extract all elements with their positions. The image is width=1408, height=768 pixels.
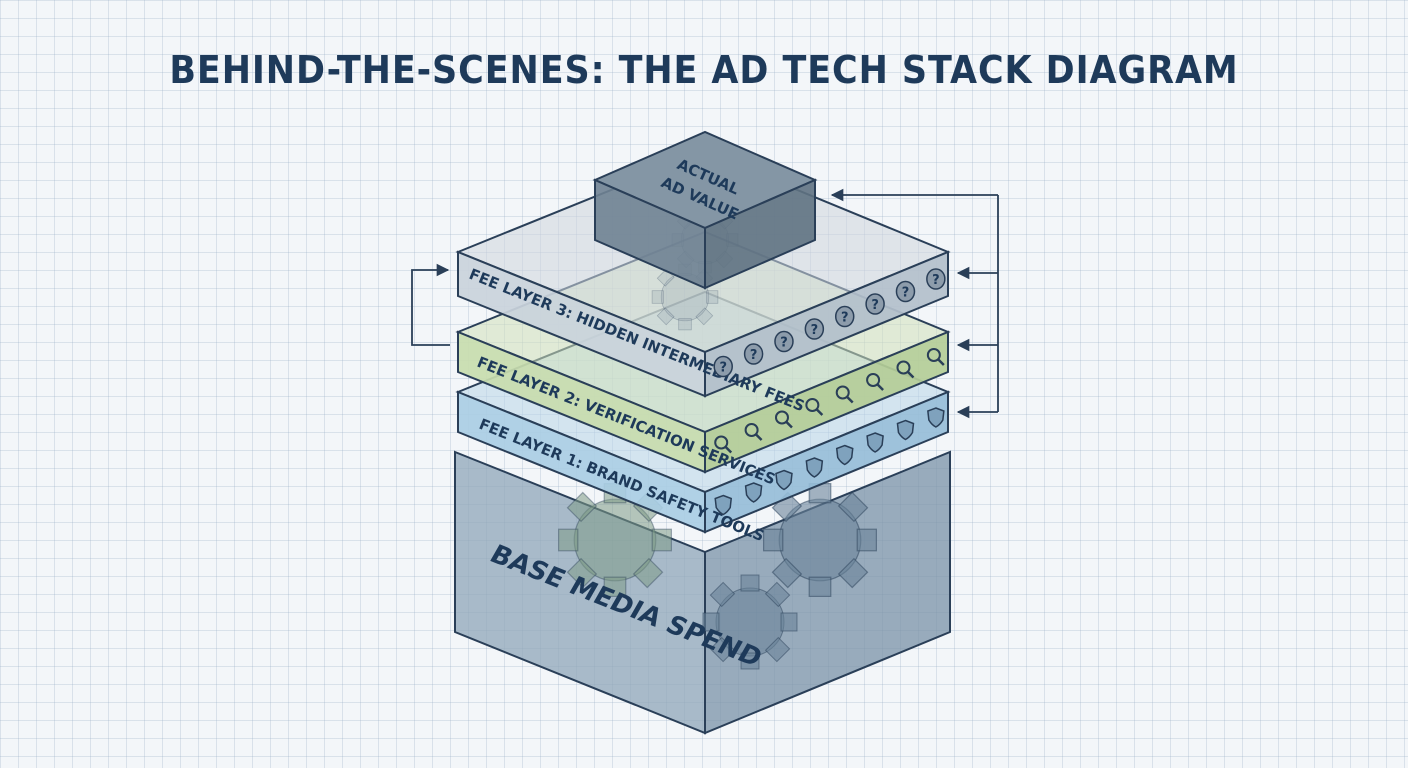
fee-layer-3-right — [704, 250, 949, 398]
svg-text:?: ? — [841, 311, 849, 326]
top-block-right — [704, 178, 816, 290]
shield-icon — [744, 482, 763, 503]
page-title: BEHIND-THE-SCENES: THE AD TECH STACK DIA… — [169, 48, 1239, 92]
question-icon: ? — [774, 330, 794, 353]
question-icon: ? — [895, 280, 916, 303]
shield-icon — [805, 457, 824, 478]
magnifier-icon — [744, 423, 763, 441]
actual-ad-value-block: ACTUAL AD VALUE — [592, 130, 818, 290]
svg-text:?: ? — [902, 286, 910, 301]
magnifier-icon — [835, 385, 854, 404]
svg-text:?: ? — [719, 361, 727, 376]
left-bracket-connector — [411, 263, 450, 346]
svg-text:?: ? — [932, 273, 940, 288]
shield-icon — [866, 432, 884, 453]
fee-layer-2-right — [704, 330, 949, 474]
magnifier-icon — [896, 360, 915, 379]
question-icon: ? — [743, 343, 764, 365]
shield-icon — [927, 407, 945, 428]
shield-icon — [775, 469, 793, 491]
base-media-spend-block: BASE MEDIA SPEND — [454, 450, 951, 735]
magnifier-icon — [805, 398, 824, 416]
magnifier-icon — [714, 435, 733, 454]
question-icon: ? — [834, 305, 855, 328]
shield-icon — [714, 494, 733, 516]
svg-text:?: ? — [780, 336, 788, 351]
svg-text:?: ? — [750, 348, 758, 363]
shield-icon — [896, 419, 915, 441]
magnifier-icon — [774, 410, 793, 429]
question-icon: ? — [865, 293, 885, 315]
fee-layer-1-right — [704, 390, 949, 534]
shield-icon — [835, 444, 854, 466]
svg-text:?: ? — [871, 298, 879, 313]
question-icon: ? — [926, 268, 946, 290]
arrow-to-fee-layer-3-left — [411, 263, 450, 346]
question-icon: ? — [713, 355, 733, 378]
svg-text:?: ? — [811, 323, 819, 338]
magnifier-icon — [866, 373, 884, 391]
question-icon: ? — [804, 318, 825, 340]
magnifier-icon — [926, 348, 945, 366]
right-bracket-connector — [830, 188, 999, 419]
